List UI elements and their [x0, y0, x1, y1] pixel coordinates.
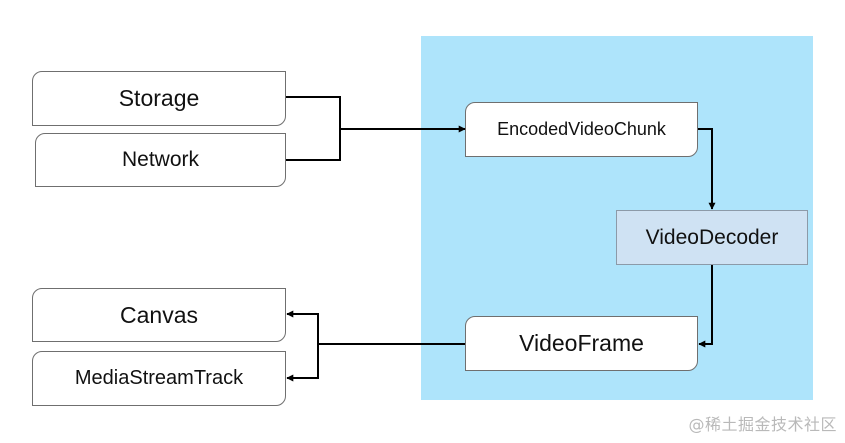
watermark: @稀土掘金技术社区 — [688, 415, 837, 434]
decoder-to-frame-arrow — [698, 265, 713, 348]
media-stream-track-node: MediaStreamTrack — [32, 351, 286, 406]
network-node: Network — [35, 133, 286, 187]
video-decoder-node: VideoDecoder — [616, 210, 808, 265]
video-frame-node: VideoFrame — [465, 316, 698, 371]
storage-node: Storage — [32, 71, 286, 126]
encoded-video-chunk-node: EncodedVideoChunk — [465, 102, 698, 157]
canvas-node: Canvas — [32, 288, 286, 342]
storage-label: Storage — [118, 85, 200, 111]
media-stream-track-label: MediaStreamTrack — [74, 367, 244, 389]
network-label: Network — [121, 148, 200, 171]
storage-connector — [286, 96, 341, 161]
video-frame-label: VideoFrame — [519, 330, 644, 356]
canvas-label: Canvas — [120, 301, 198, 328]
encoded-video-chunk-label: EncodedVideoChunk — [497, 119, 666, 139]
video-decoder-label: VideoDecoder — [645, 225, 779, 249]
encoded-to-decoder-arrow — [698, 128, 716, 210]
